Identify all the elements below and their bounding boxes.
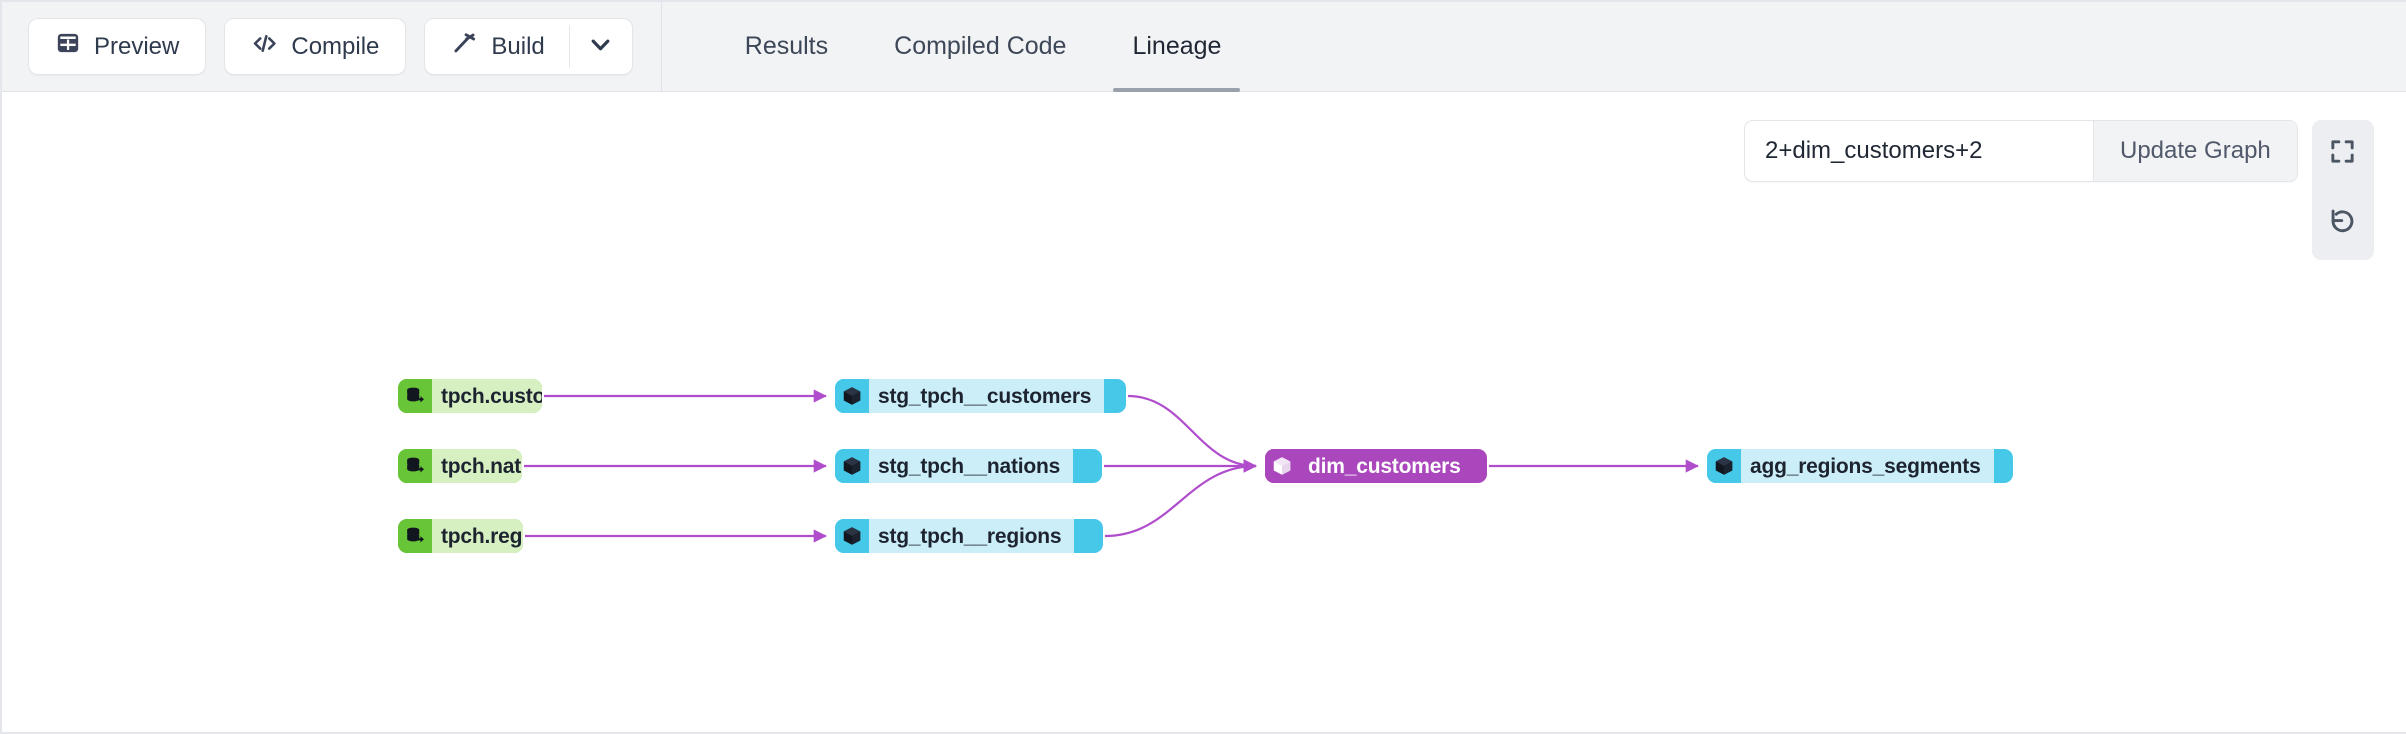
cube-model-icon [1707, 449, 1741, 483]
table-grid-icon [55, 30, 81, 63]
tab-bar: Results Compiled Code Lineage [662, 2, 1255, 92]
code-brackets-icon [251, 30, 278, 64]
build-divider [568, 25, 570, 68]
tab-compiled-code-label: Compiled Code [894, 32, 1067, 60]
tab-results-label: Results [744, 32, 829, 60]
lineage-edge-stg_tpch__customers-to-dim_customers [1127, 394, 1257, 473]
database-source-icon [398, 519, 432, 553]
preview-label: Preview [94, 32, 180, 60]
cube-model-icon [835, 379, 869, 413]
lineage-node-dim_customers[interactable]: dim_customers [1265, 449, 1487, 483]
cube-model-icon [1265, 449, 1299, 483]
lineage-node-tpch_region[interactable]: tpch.region [398, 519, 523, 553]
lineage-node-agg_regions_segments[interactable]: agg_regions_segments [1707, 449, 2013, 483]
lineage-node-tpch_customer[interactable]: tpch.customer [398, 379, 542, 413]
lineage-node-stg_tpch__nations[interactable]: stg_tpch__nations [835, 449, 1102, 483]
reset-rotate-ccw-icon [2328, 207, 2357, 241]
build-split-button: Build [424, 18, 633, 75]
lineage-node-label: agg_regions_segments [1741, 449, 1994, 483]
update-graph-button[interactable]: Update Graph [2093, 121, 2297, 181]
lineage-node-label: dim_customers [1299, 449, 1474, 483]
lineage-canvas[interactable]: tpch.customer tpch.nation tpch.region stg_t… [2, 93, 2406, 732]
build-button[interactable]: Build [425, 19, 568, 74]
graph-selector-input[interactable] [1745, 121, 2093, 181]
lineage-node-stg_tpch__regions[interactable]: stg_tpch__regions [835, 519, 1103, 553]
lineage-edges [524, 389, 1699, 543]
cube-model-icon [835, 519, 869, 553]
lineage-edge-stg_tpch__regions-to-dim_customers [1104, 459, 1257, 538]
tab-lineage-label: Lineage [1132, 32, 1222, 60]
database-source-icon [398, 379, 432, 413]
tab-lineage[interactable]: Lineage [1099, 2, 1254, 92]
reset-graph-button[interactable] [2319, 202, 2367, 246]
hammer-icon [451, 30, 478, 64]
preview-button[interactable]: Preview [28, 18, 207, 75]
toolbar-tabs-divider [660, 2, 662, 92]
tab-results[interactable]: Results [712, 2, 861, 92]
lineage-node-label: stg_tpch__regions [869, 519, 1075, 553]
graph-search-group: Update Graph [1744, 120, 2298, 182]
graph-side-controls [2311, 120, 2374, 260]
compile-label: Compile [291, 32, 380, 60]
lineage-node-label: tpch.region [432, 519, 523, 553]
lineage-node-label: tpch.nation [432, 449, 522, 483]
lineage-node-tpch_nation[interactable]: tpch.nation [398, 449, 522, 483]
build-label: Build [491, 32, 545, 60]
chevron-down-icon [587, 31, 614, 63]
action-toolbar: Preview Compile [2, 2, 633, 91]
tab-compiled-code[interactable]: Compiled Code [861, 2, 1099, 92]
lineage-node-label: stg_tpch__customers [869, 379, 1105, 413]
database-source-icon [398, 449, 432, 483]
toolbar-header: Preview Compile [2, 2, 2406, 92]
fullscreen-expand-icon [2328, 137, 2357, 171]
compile-button[interactable]: Compile [224, 18, 407, 75]
build-dropdown-button[interactable] [570, 19, 632, 74]
lineage-node-label: stg_tpch__nations [869, 449, 1074, 483]
lineage-node-label: tpch.customer [432, 379, 542, 413]
lineage-node-stg_tpch__customers[interactable]: stg_tpch__customers [835, 379, 1126, 413]
graph-controls: Update Graph [1744, 120, 2374, 260]
fullscreen-button[interactable] [2319, 132, 2367, 176]
cube-model-icon [835, 449, 869, 483]
